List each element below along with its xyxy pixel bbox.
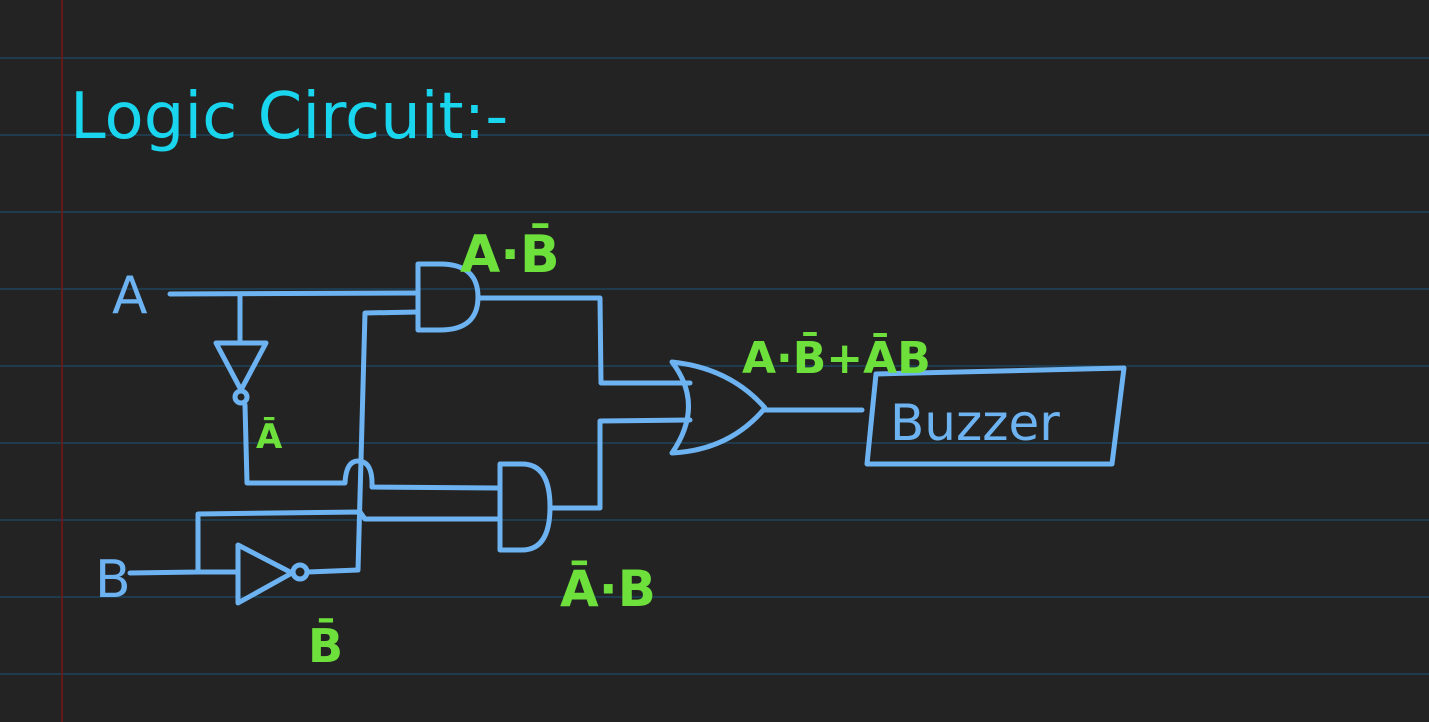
and-gate-bottom: [497, 461, 553, 553]
not-b-expression: B̄: [308, 618, 343, 673]
not-gate-b-body: [235, 542, 295, 606]
not-b-wire: [305, 309, 421, 575]
not-gate-b: [235, 542, 310, 606]
or-gate: [669, 359, 768, 456]
input-a-wire: [167, 290, 421, 297]
or-output-expression: A·B̄+ĀB: [742, 330, 931, 384]
not-gate-a-body: [213, 340, 269, 393]
input-b-label: B: [95, 550, 131, 610]
not-a-expression: Ā: [256, 417, 283, 457]
not-gate-a: [213, 340, 269, 406]
and-top-expression: A·B̄: [460, 223, 560, 285]
input-b-wire: [127, 509, 500, 576]
and-bottom-output-wire: [547, 417, 693, 511]
not-gate-b-bubble: [290, 562, 310, 582]
input-a-label: A: [112, 266, 148, 326]
and-bottom-expression: Ā·B: [560, 560, 656, 618]
not-gate-a-bubble: [232, 388, 250, 406]
page-title: Logic Circuit:-: [70, 80, 508, 154]
buzzer-box: [864, 365, 1127, 467]
buzzer-label: Buzzer: [890, 394, 1060, 452]
not-a-wire: [242, 402, 500, 491]
and-top-output-wire: [475, 295, 693, 386]
